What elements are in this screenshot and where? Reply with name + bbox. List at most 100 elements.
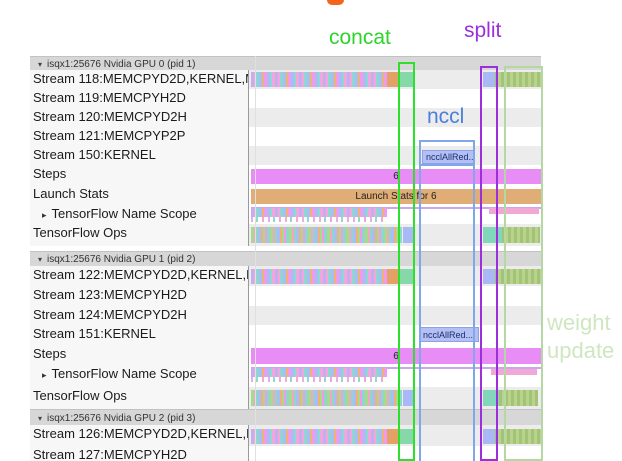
name-scope-span[interactable] [251, 207, 541, 209]
expand-arrow-icon[interactable]: ▸ [42, 370, 47, 380]
row-tf-name-scope-gpu1: ▸TensorFlow Name Scope [30, 365, 541, 387]
row-label: Stream 126:MEMCPYD2D,KERNEL,MI [33, 426, 248, 441]
concat-annotation-label: concat [329, 26, 391, 49]
name-scope-events-bar[interactable] [251, 208, 387, 222]
track-stream-127[interactable] [248, 446, 541, 461]
weight-update-annotation-label-line1: weight [547, 310, 611, 335]
memcpy-event[interactable] [387, 429, 400, 444]
ops-weight-update-bar[interactable] [502, 227, 540, 243]
track-stream-151[interactable]: ncclAllRed... [248, 325, 541, 345]
track-stream-119[interactable] [248, 89, 541, 108]
split-annotation-label: split [464, 19, 502, 42]
kernel-events-bar[interactable] [251, 269, 387, 284]
row-label: Stream 118:MEMCPYD2D,KERNEL,ME [33, 71, 248, 86]
concat-annotation-rect [398, 62, 415, 461]
collapse-arrow-icon[interactable]: ▾ [38, 255, 43, 264]
weight-update-annotation-rect [504, 66, 543, 461]
track-tf-name-scope-gpu1[interactable] [248, 365, 541, 387]
row-label: Stream 122:MEMCPYD2D,KERNEL,MI [33, 267, 248, 282]
row-label: TensorFlow Name Scope [51, 206, 197, 221]
ops-weight-update-bar[interactable] [499, 390, 538, 406]
ops-event[interactable] [403, 227, 415, 243]
row-label: TensorFlow Ops [33, 388, 127, 403]
steps-bar[interactable]: 6 [251, 169, 541, 184]
section-header-label: isqx1:25676 Nvidia GPU 2 (pid 3) [47, 412, 196, 424]
row-label: Steps [33, 346, 67, 361]
row-stream-150: Stream 150:KERNEL ncclAllRed... [30, 146, 541, 165]
concat-event[interactable] [400, 269, 415, 284]
row-stream-123: Stream 123:MEMCPYH2D [30, 286, 541, 306]
row-label: TensorFlow Ops [33, 225, 127, 240]
name-scope-span[interactable] [251, 367, 541, 369]
nccl-annotation-rect-tall [419, 140, 475, 461]
row-tf-name-scope-gpu0: ▸ TensorFlow Name Scope [30, 205, 541, 224]
row-label: Stream 127:MEMCPYH2D [33, 447, 187, 461]
name-scope-event-right[interactable] [489, 208, 539, 214]
ops-events-bar[interactable] [251, 390, 402, 406]
track-stream-122[interactable] [248, 266, 542, 286]
row-launch-stats: Launch Stats Launch Stats for 6 [30, 185, 541, 205]
track-steps-gpu0[interactable]: 6 [248, 165, 541, 185]
row-label: Stream 124:MEMCPYD2H [33, 307, 187, 322]
split-event[interactable] [483, 269, 495, 284]
row-stream-126: Stream 126:MEMCPYD2D,KERNEL,MI [30, 425, 542, 446]
row-stream-119: Stream 119:MEMCPYH2D [30, 89, 541, 108]
split-event[interactable] [483, 429, 495, 444]
row-label: Steps [33, 166, 67, 181]
ops-events-bar[interactable] [251, 227, 402, 243]
track-tf-name-scope-gpu0[interactable] [248, 205, 541, 224]
row-tf-ops-gpu1: TensorFlow Ops [30, 387, 541, 409]
steps-bar[interactable]: 6 [251, 348, 541, 364]
row-stream-121: Stream 121:MEMCPYP2P [30, 127, 541, 146]
weight-update-events-bar[interactable] [495, 269, 542, 284]
weight-update-annotation-label-line2: update [547, 338, 615, 363]
kernel-events-bar[interactable] [251, 429, 387, 444]
row-label: Stream 151:KERNEL [33, 326, 156, 341]
row-label: Stream 123:MEMCPYH2D [33, 287, 187, 302]
split-event[interactable] [483, 72, 495, 87]
collapse-arrow-icon[interactable]: ▾ [38, 59, 43, 69]
name-scope-events-bar[interactable] [251, 368, 387, 382]
kernel-events-bar[interactable] [251, 72, 387, 87]
row-stream-124: Stream 124:MEMCPYD2H [30, 306, 541, 325]
collapse-arrow-icon[interactable]: ▾ [38, 413, 43, 423]
track-stream-150[interactable]: ncclAllRed... [248, 146, 541, 165]
row-label: Launch Stats [33, 186, 109, 201]
launch-stats-bar[interactable]: Launch Stats for 6 [251, 189, 541, 204]
name-scope-event-right[interactable] [491, 369, 537, 375]
row-stream-120: Stream 120:MEMCPYD2H [30, 108, 541, 127]
row-label: Stream 150:KERNEL [33, 147, 156, 162]
track-stream-118[interactable] [248, 70, 542, 89]
ops-event[interactable] [403, 390, 415, 406]
section-header-gpu0[interactable]: ▾ isqx1:25676 Nvidia GPU 0 (pid 1) [30, 56, 541, 71]
track-stream-124[interactable] [248, 306, 541, 325]
row-stream-127: Stream 127:MEMCPYH2D [30, 446, 541, 461]
section-header-label: isqx1:25676 Nvidia GPU 1 (pid 2) [47, 254, 196, 265]
nccl-annotation-label: nccl [427, 105, 465, 128]
track-tf-ops-gpu1[interactable] [248, 387, 541, 409]
concat-event[interactable] [400, 72, 415, 87]
cropped-orange-text-fragment [327, 0, 344, 5]
row-steps-gpu1: Steps 6 [30, 345, 541, 365]
expand-arrow-icon[interactable]: ▸ [42, 210, 47, 220]
row-stream-151: Stream 151:KERNEL ncclAllRed... [30, 325, 541, 345]
track-tf-ops-gpu0[interactable] [248, 224, 541, 246]
track-stream-126[interactable] [248, 425, 542, 446]
track-steps-gpu1[interactable]: 6 [248, 345, 541, 365]
memcpy-event[interactable] [387, 72, 400, 87]
row-tf-ops-gpu0: TensorFlow Ops [30, 224, 541, 246]
track-launch-stats[interactable]: Launch Stats for 6 [248, 185, 541, 205]
weight-update-events-bar[interactable] [495, 72, 542, 87]
row-stream-118: Stream 118:MEMCPYD2D,KERNEL,ME [30, 70, 542, 89]
section-header-label: isqx1:25676 Nvidia GPU 0 (pid 1) [47, 58, 196, 70]
weight-update-events-bar[interactable] [495, 429, 542, 444]
track-stream-120[interactable] [248, 108, 541, 127]
row-label: Stream 119:MEMCPYH2D [33, 90, 186, 105]
ops-event-teal[interactable] [483, 390, 499, 406]
track-stream-123[interactable] [248, 286, 541, 306]
nccl-allreduce-event[interactable]: ncclAllRed... [419, 327, 479, 342]
memcpy-event[interactable] [387, 269, 400, 284]
time-gridline [255, 56, 256, 461]
concat-event[interactable] [400, 429, 415, 444]
